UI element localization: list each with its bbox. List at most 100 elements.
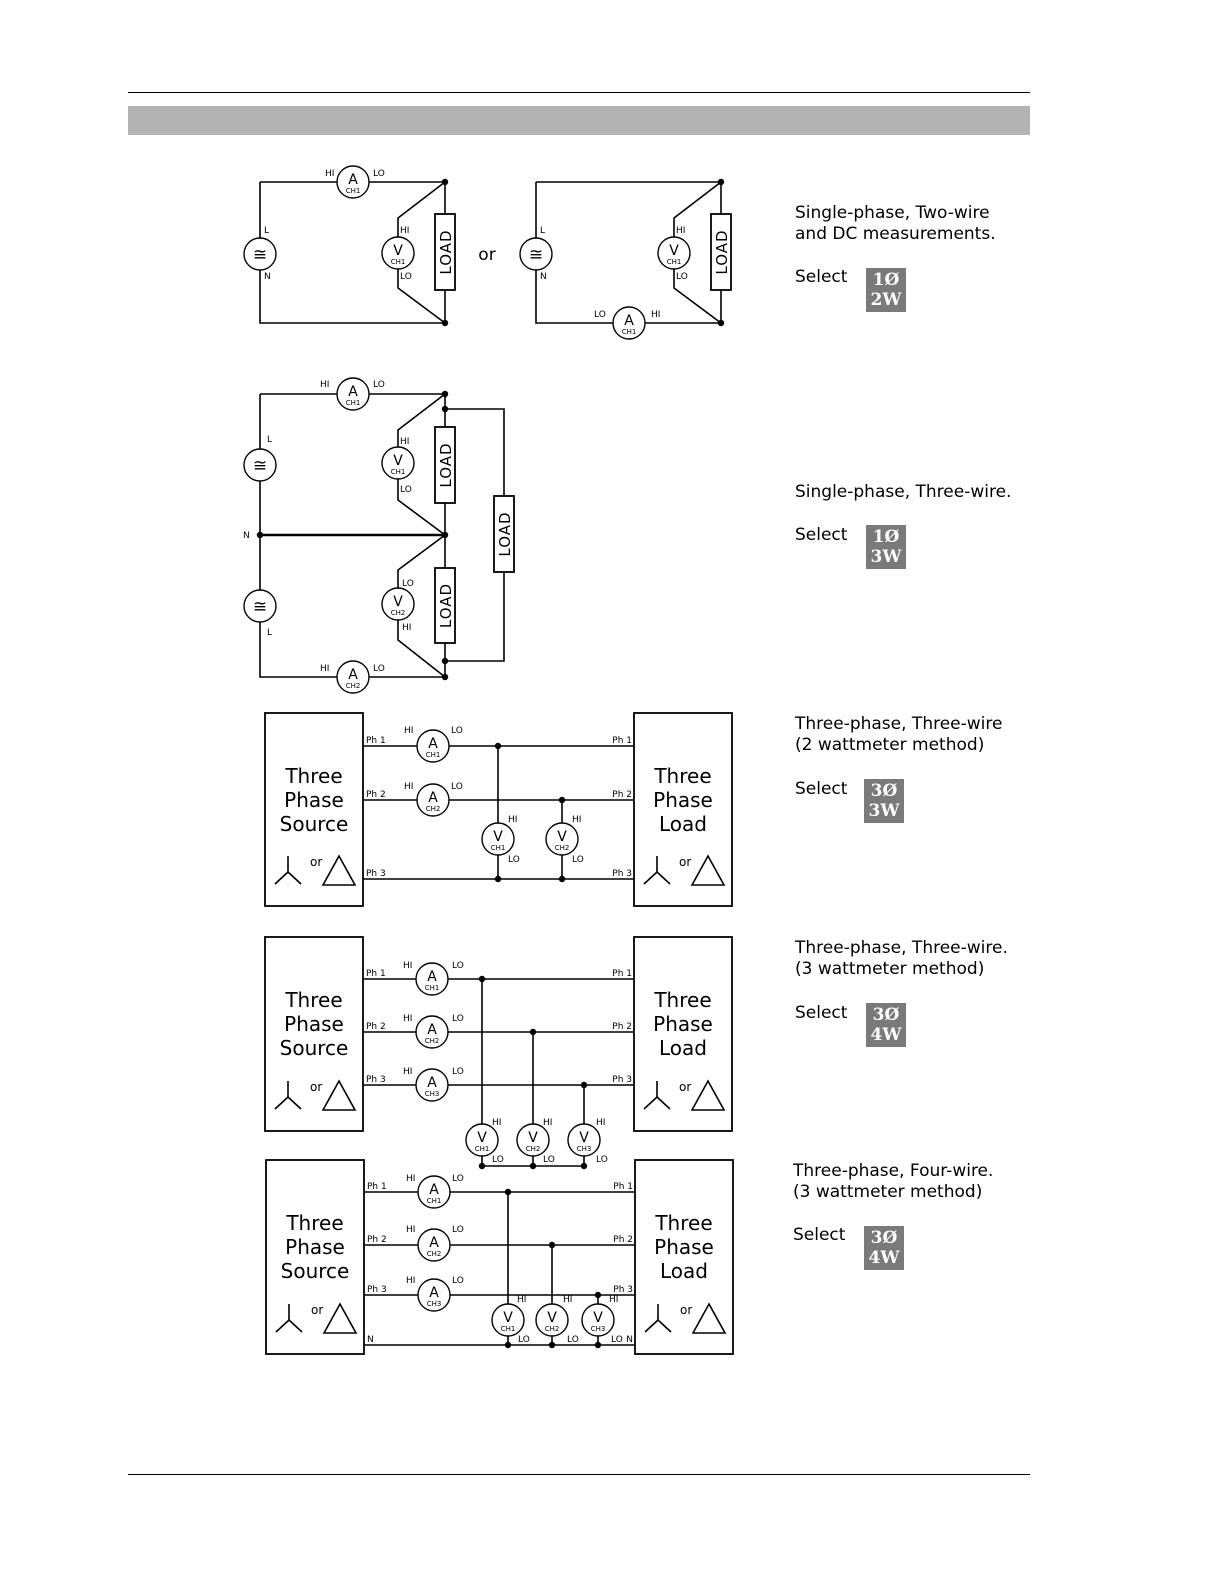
diagram-label: LO bbox=[373, 664, 385, 674]
meter-ring bbox=[417, 1228, 451, 1262]
load-label: LOAD bbox=[437, 583, 455, 628]
diagram-label: LO bbox=[452, 1067, 464, 1077]
config-description-3p4w: Three-phase, Four-wire. (3 wattmeter met… bbox=[793, 1161, 994, 1202]
meter-channel: CH2 bbox=[425, 1037, 440, 1045]
diagram-label: Ph 2 bbox=[366, 1022, 386, 1032]
diagram-label: LO bbox=[400, 485, 412, 495]
diagram-label: Ph 3 bbox=[613, 1285, 633, 1295]
meter-letter: A bbox=[624, 313, 634, 329]
source-ring bbox=[243, 237, 277, 271]
diagram-label: LO bbox=[492, 1155, 504, 1165]
diagram-label: N bbox=[264, 272, 271, 282]
junction-dot bbox=[529, 1162, 537, 1170]
diagram-label: HI bbox=[400, 437, 409, 447]
meter-channel: CH1 bbox=[391, 468, 406, 476]
diagram-label: HI bbox=[563, 1295, 572, 1305]
source-symbol: ≅ bbox=[253, 456, 267, 476]
mode-key-3p4w-b[interactable]: 3Ø 4W bbox=[864, 1226, 904, 1270]
diagram-label: HI bbox=[596, 1118, 605, 1128]
junction-dot bbox=[441, 178, 449, 186]
mode-key-wire: 4W bbox=[870, 1025, 902, 1045]
load-box bbox=[434, 213, 456, 291]
load-box bbox=[434, 426, 456, 504]
meter-channel: CH1 bbox=[391, 258, 406, 266]
diagram-label: N bbox=[626, 1335, 633, 1345]
meter-ring bbox=[417, 1175, 451, 1209]
block-label: Three bbox=[653, 988, 711, 1012]
meter-channel: CH2 bbox=[555, 844, 570, 852]
meter-channel: CH3 bbox=[427, 1300, 442, 1308]
or-label: or bbox=[310, 855, 322, 869]
mode-key-phase: 1Ø bbox=[872, 270, 900, 290]
three-phase-block bbox=[264, 936, 364, 1132]
meter-letter: V bbox=[528, 1130, 538, 1146]
block-label: Phase bbox=[285, 1235, 345, 1259]
load-box bbox=[493, 495, 515, 573]
meter-letter: V bbox=[393, 243, 403, 259]
diagram-label: Ph 1 bbox=[366, 736, 386, 746]
mode-key-1p3w[interactable]: 1Ø 3W bbox=[866, 525, 906, 569]
diagram-label: Ph 1 bbox=[612, 969, 632, 979]
meter-ring bbox=[535, 1303, 569, 1337]
diagram-label: LO bbox=[676, 272, 688, 282]
meter-channel: CH3 bbox=[577, 1145, 592, 1153]
delta-triangle bbox=[321, 1079, 357, 1111]
mode-key-3p3w[interactable]: 3Ø 3W bbox=[864, 779, 904, 823]
wye-or-delta-icon: or bbox=[275, 1302, 358, 1334]
meter-letter: A bbox=[348, 172, 358, 188]
diagram-label: HI bbox=[403, 1014, 412, 1024]
diagram-label: HI bbox=[400, 226, 409, 236]
diagram-label: LO bbox=[596, 1155, 608, 1165]
ac-source-icon: ≅ bbox=[243, 448, 277, 482]
mode-key-1p2w[interactable]: 1Ø 2W bbox=[866, 268, 906, 312]
source-symbol: ≅ bbox=[253, 597, 267, 617]
diagram-label: HI bbox=[406, 1225, 415, 1235]
meter-ring bbox=[381, 446, 415, 480]
junction-dot bbox=[504, 1341, 512, 1349]
select-label-3p3w-3wm: Select bbox=[795, 1003, 848, 1023]
junction-dot bbox=[441, 531, 449, 539]
meter-ring bbox=[415, 962, 449, 996]
diagram-label: Ph 3 bbox=[612, 869, 632, 879]
junction-dot bbox=[441, 319, 449, 327]
select-label-3p4w: Select bbox=[793, 1225, 846, 1245]
wire bbox=[397, 393, 446, 447]
block-label: Load bbox=[659, 1036, 707, 1060]
diagram-label: HI bbox=[402, 623, 411, 633]
block-label: Phase bbox=[654, 1235, 714, 1259]
block-label: Source bbox=[280, 1036, 349, 1060]
meter-channel: CH2 bbox=[526, 1145, 541, 1153]
block-label: Three bbox=[284, 764, 342, 788]
mode-key-3p4w[interactable]: 3Ø 4W bbox=[866, 1003, 906, 1047]
junction-dot bbox=[558, 875, 566, 883]
footer-rule bbox=[128, 1474, 1030, 1475]
meter-letter: A bbox=[429, 1285, 439, 1301]
diagram-label: Ph 2 bbox=[612, 1022, 632, 1032]
diagram-label: LO bbox=[452, 961, 464, 971]
mode-key-wire: 3W bbox=[870, 547, 902, 567]
diagram-label: Ph 2 bbox=[366, 790, 386, 800]
diagram-label: HI bbox=[320, 380, 329, 390]
meter-letter: A bbox=[428, 736, 438, 752]
mode-key-wire: 3W bbox=[868, 801, 900, 821]
diagram-label: Ph 3 bbox=[367, 1285, 387, 1295]
meter-letter: A bbox=[348, 667, 358, 683]
meter-channel: CH2 bbox=[346, 682, 361, 690]
meter-channel: CH1 bbox=[346, 187, 361, 195]
wye-or-delta-icon: or bbox=[274, 1079, 357, 1111]
mode-key-wire: 4W bbox=[868, 1248, 900, 1268]
junction-dot bbox=[441, 673, 449, 681]
meter-ring bbox=[465, 1123, 499, 1157]
load-label: LOAD bbox=[713, 229, 731, 274]
config-description-3p3w-3wm: Three-phase, Three-wire. (3 wattmeter me… bbox=[795, 938, 1008, 979]
diagram-label: LO bbox=[572, 855, 584, 865]
block-label: Phase bbox=[284, 1012, 344, 1036]
meter-ring bbox=[416, 783, 450, 817]
diagram-label: LO bbox=[452, 1174, 464, 1184]
